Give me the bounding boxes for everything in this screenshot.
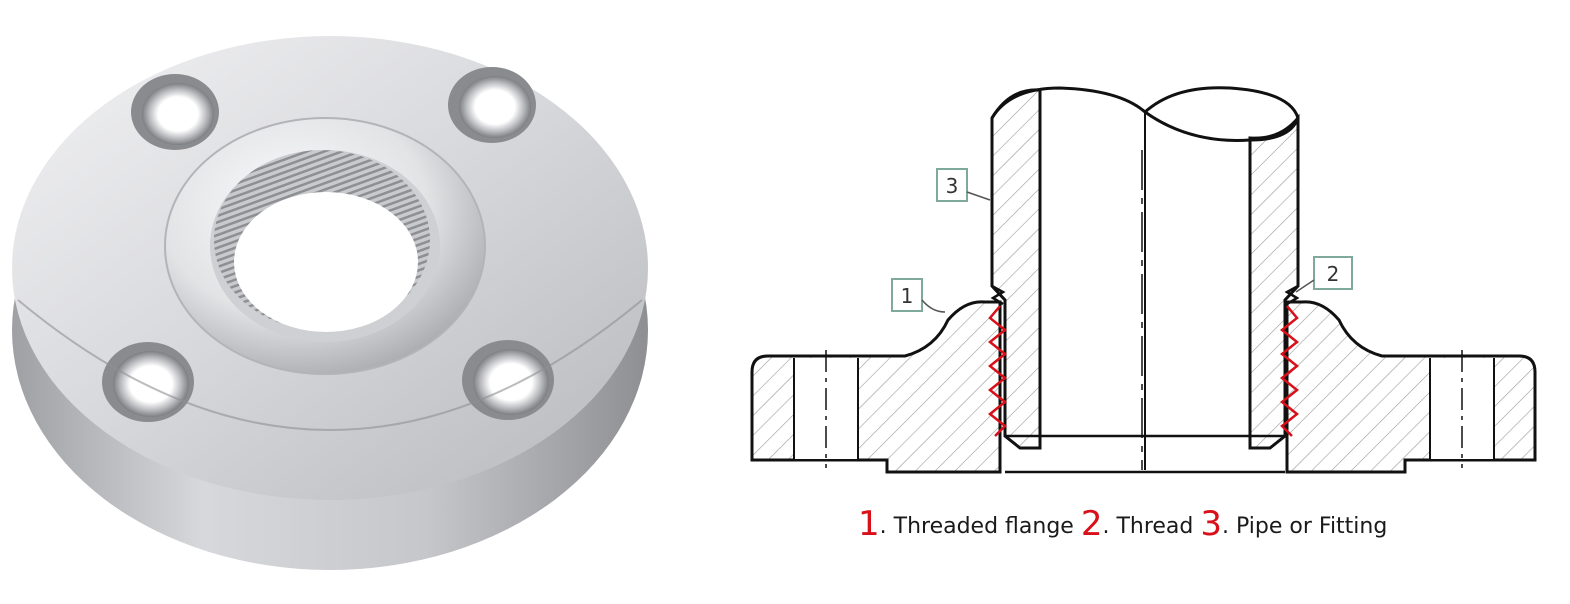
flange-body-right xyxy=(1285,300,1537,474)
cross-section-diagram: 3 1 2 xyxy=(750,86,1537,474)
callout-2-number: 2 xyxy=(1327,262,1340,286)
callout-3: 3 xyxy=(936,168,991,202)
legend-number-3: 3 xyxy=(1200,504,1223,544)
legend-label-thread: . Thread xyxy=(1102,514,1201,539)
legend-label-pipe-or-fitting: . Pipe or Fitting xyxy=(1222,514,1388,539)
callout-2: 2 xyxy=(1295,256,1353,293)
bore-opening xyxy=(234,192,418,332)
callout-3-number: 3 xyxy=(946,174,959,198)
flange-body-left xyxy=(750,300,1002,474)
bolt-holes xyxy=(102,67,554,422)
callout-1: 1 xyxy=(891,278,946,313)
legend-label-threaded-flange: . Threaded flange xyxy=(879,514,1081,539)
thread-left xyxy=(987,305,1008,437)
pipe-wall-right xyxy=(1248,113,1300,450)
thread-right xyxy=(1279,305,1300,437)
legend-number-1: 1 xyxy=(858,504,880,544)
legend-number-2: 2 xyxy=(1080,504,1103,544)
diagram-legend: 1. Threaded flange 2. Thread 3. Pipe or … xyxy=(858,504,1558,544)
flange-photo xyxy=(12,36,648,570)
pipe-top-outline xyxy=(990,86,1300,142)
callout-1-number: 1 xyxy=(901,284,914,308)
